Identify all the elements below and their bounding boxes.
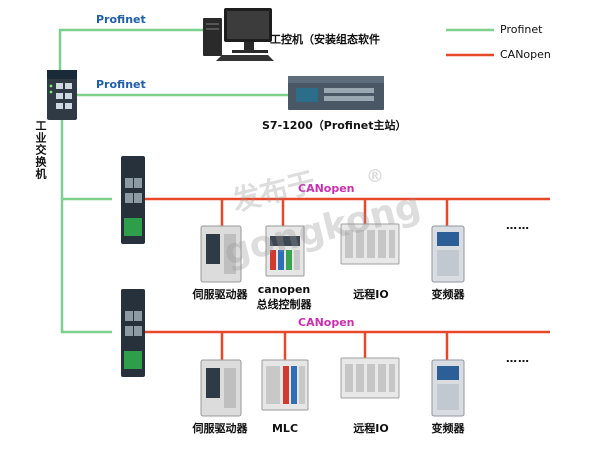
ipc-label: 工控机（安装组态软件 bbox=[270, 33, 380, 46]
device-label: 伺服驱动器 bbox=[192, 422, 248, 435]
remote-io-icon bbox=[340, 223, 400, 265]
device-label: 远程IO bbox=[353, 288, 389, 301]
profinet-label-s7: Profinet bbox=[96, 78, 146, 91]
servo-drive-icon bbox=[200, 225, 242, 283]
can-gateway-icon bbox=[121, 156, 145, 244]
device-label: 远程IO bbox=[353, 422, 389, 435]
profinet-link-ipc bbox=[58, 28, 205, 72]
legend-canopen-label: CANopen bbox=[500, 48, 551, 61]
device-label: 伺服驱动器 bbox=[192, 288, 248, 301]
remote-io-icon bbox=[340, 357, 400, 399]
frequency-inverter-icon bbox=[431, 225, 465, 283]
s7-1200-plc-icon bbox=[288, 76, 384, 110]
bus-1-ellipsis: …… bbox=[506, 219, 530, 232]
device-label: canopen 总线控制器 bbox=[256, 283, 312, 311]
device-label: MLC bbox=[271, 422, 299, 435]
profinet-links bbox=[58, 28, 290, 334]
bus-2-ellipsis: …… bbox=[506, 352, 530, 365]
s7-1200-label: S7-1200（Profinet主站） bbox=[262, 119, 407, 132]
profinet-label-ipc: Profinet bbox=[96, 13, 146, 26]
industrial-switch-label: 工业交换机 bbox=[34, 120, 47, 180]
profinet-trunk bbox=[60, 120, 112, 334]
can-gateway-icon bbox=[121, 289, 145, 377]
industrial-switch-icon bbox=[47, 70, 77, 120]
canopen-bus-1-label: CANopen bbox=[298, 182, 355, 195]
legend-profinet-label: Profinet bbox=[500, 23, 543, 36]
mlc-controller-icon bbox=[261, 359, 309, 411]
device-label: 变频器 bbox=[431, 422, 465, 435]
canopen-buses bbox=[140, 197, 550, 362]
canopen-bus-2-label: CANopen bbox=[298, 316, 355, 329]
canopen-bus-controller-icon bbox=[265, 225, 305, 277]
servo-drive-icon bbox=[200, 359, 242, 417]
watermark-mark: ® bbox=[366, 166, 384, 187]
device-label: 变频器 bbox=[431, 288, 465, 301]
industrial-pc-icon bbox=[203, 8, 274, 61]
frequency-inverter-icon bbox=[431, 359, 465, 417]
